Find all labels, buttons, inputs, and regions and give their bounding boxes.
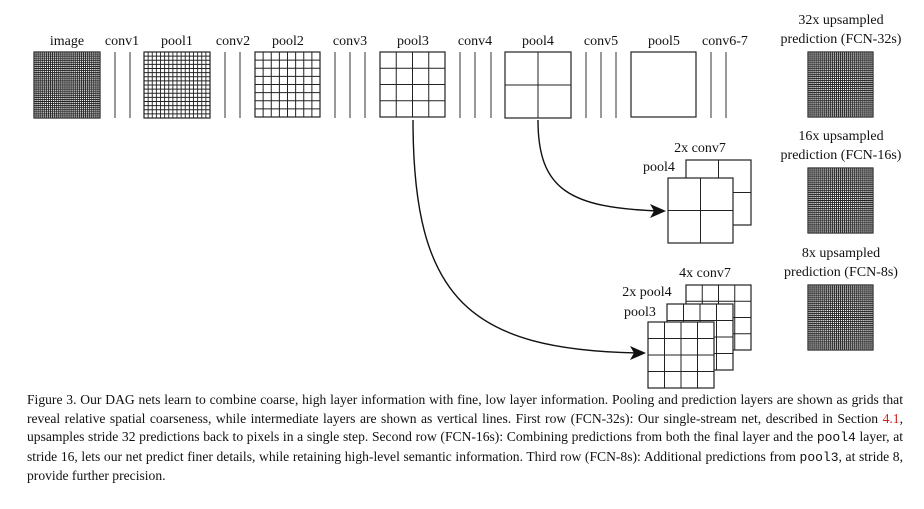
arrow-pool3-to-fcn8	[412, 119, 641, 354]
fcn16-prediction-grid	[807, 167, 874, 234]
fcn32-title-2: prediction (FCN-32s)	[781, 32, 902, 47]
label-pool4-row2: pool4	[643, 160, 675, 175]
label-conv1: conv1	[105, 34, 139, 49]
fcn32-title-1: 32x upsampled	[798, 13, 883, 28]
label-pool5: pool5	[648, 34, 680, 49]
label-pool1: pool1	[161, 34, 193, 49]
pool3-grid	[379, 51, 446, 118]
fcn32-prediction-grid	[807, 51, 874, 118]
fcn8-title-2: prediction (FCN-8s)	[784, 265, 898, 280]
arrowhead-icon	[650, 204, 666, 218]
code-pool4: pool4	[816, 430, 856, 446]
pool4-row2-grid	[667, 177, 734, 244]
label-pool3-row3: pool3	[624, 305, 656, 320]
caption-text: layer, at stride 16, lets our net predic…	[27, 429, 903, 464]
pool3-row3-grid	[647, 321, 715, 389]
section-ref-link[interactable]: 4.1	[882, 410, 900, 426]
label-conv2: conv2	[216, 34, 250, 49]
caption-text: , upsamples stride 32 predictions back t…	[27, 410, 903, 445]
label-4x-conv7: 4x conv7	[679, 266, 731, 281]
fcn16-title-1: 16x upsampled	[798, 129, 883, 144]
label-image: image	[50, 34, 84, 49]
label-2x-pool4: 2x pool4	[622, 285, 671, 300]
label-pool4: pool4	[522, 34, 554, 49]
pool5-grid	[630, 51, 697, 118]
fcn-dag-figure: image conv1 pool1 conv2 pool2 conv3 pool…	[33, 13, 902, 389]
label-conv6-7: conv6-7	[702, 34, 748, 49]
pool4-grid	[504, 51, 572, 119]
figure-caption: Figure 3. Our DAG nets learn to combine …	[27, 391, 903, 486]
pool1-grid	[143, 51, 211, 119]
label-conv3: conv3	[333, 34, 367, 49]
fcn8-title-1: 8x upsampled	[802, 246, 880, 261]
arrow-pool4-to-fcn16	[537, 119, 661, 212]
label-pool3: pool3	[397, 34, 429, 49]
label-conv5: conv5	[584, 34, 618, 49]
label-conv4: conv4	[458, 34, 492, 49]
pool2-grid	[254, 51, 321, 118]
code-pool3: pool3	[799, 449, 839, 465]
label-2x-conv7: 2x conv7	[674, 141, 726, 156]
arrows	[412, 119, 661, 354]
arrowhead-icon	[630, 346, 646, 360]
caption-text: Figure 3. Our DAG nets learn to combine …	[27, 392, 903, 426]
fcn16-title-2: prediction (FCN-16s)	[781, 148, 902, 163]
fcn8-prediction-grid	[807, 284, 874, 351]
image-grid	[33, 51, 101, 119]
caption-text: , at stride 8, provide further precision…	[27, 448, 903, 484]
label-pool2: pool2	[272, 34, 304, 49]
